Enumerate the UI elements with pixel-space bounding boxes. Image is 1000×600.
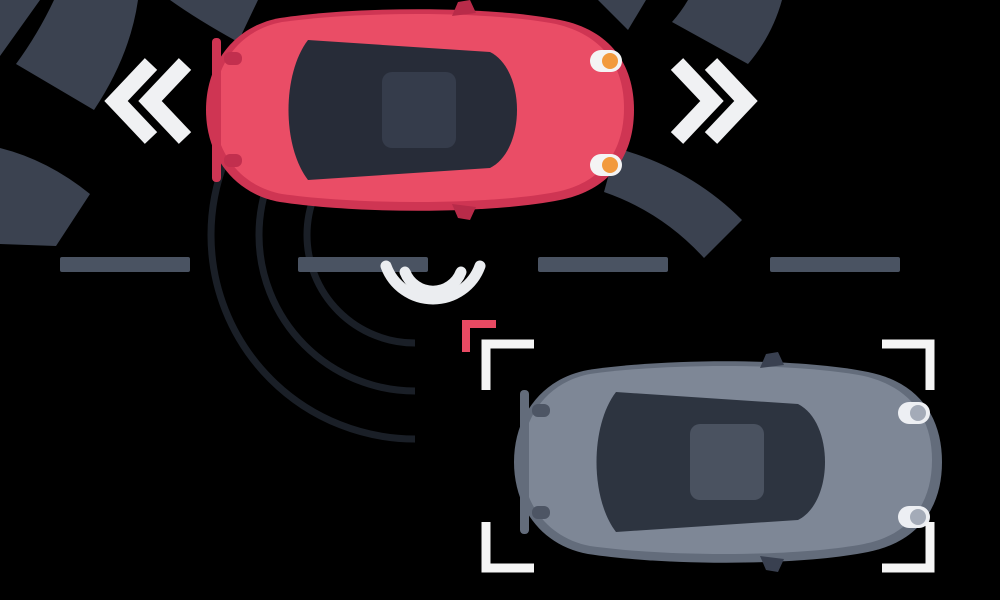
radar-fans-left	[0, 0, 258, 246]
gray-car-headlight-top-dot	[910, 405, 926, 421]
chevron-left-stroke	[104, 58, 158, 144]
lane-dash	[538, 257, 668, 272]
gray-car-mirror-bottom-icon	[760, 556, 784, 572]
sonar-wave-outer	[380, 260, 486, 305]
viewfinder-brackets	[481, 339, 935, 573]
viewfinder-corner-bottom-left-icon	[481, 522, 534, 573]
red-car-headlight-bottom-dot	[602, 157, 618, 173]
sonar-waves-icon	[380, 260, 486, 305]
gray-car-roof	[690, 424, 764, 500]
radar-fan-upper-right-icon	[672, 0, 782, 64]
radar-fan-lower-left-icon	[0, 148, 90, 246]
gray-car-rear-light	[532, 404, 550, 417]
radar-fan-corner-icon	[0, 0, 40, 56]
lane-dash	[298, 257, 428, 272]
gray-car-spoiler	[520, 390, 529, 534]
red-car	[206, 0, 634, 220]
chevron-left-icon	[104, 58, 192, 144]
lane-divider	[60, 257, 900, 272]
chevron-right-icon	[670, 58, 758, 144]
radar-fan-lower-right-icon	[604, 148, 742, 258]
radar-fan-top-mid-icon	[170, 0, 258, 42]
gray-car-rear-light	[532, 506, 550, 519]
chevron-left-stroke	[138, 58, 192, 144]
red-car-roof	[382, 72, 456, 148]
viewfinder-corner-top-right-icon	[882, 339, 935, 390]
gray-car-headlight-bottom-dot	[910, 509, 926, 525]
viewfinder-corner-top-left-icon	[481, 339, 534, 390]
chevron-right-stroke	[704, 58, 758, 144]
red-car-headlight-top-dot	[602, 53, 618, 69]
sonar-wave-inner	[399, 266, 467, 297]
radar-fans-right	[598, 0, 782, 258]
viewfinder-corner-bottom-right-icon	[882, 522, 935, 573]
radar-fan-upper-left-icon	[16, 0, 138, 110]
red-car-rear-light	[224, 52, 242, 65]
gray-car	[514, 352, 942, 572]
red-car-rear-light	[224, 154, 242, 167]
chevron-right-stroke	[670, 58, 724, 144]
lane-dash	[60, 257, 190, 272]
gray-car-mirror-top-icon	[760, 352, 784, 368]
red-car-mirror-bottom-icon	[452, 204, 476, 220]
target-corner-icon	[462, 320, 496, 352]
red-car-spoiler	[212, 38, 221, 182]
lane-dash	[770, 257, 900, 272]
radar-fan-top-small-icon	[598, 0, 646, 30]
red-car-mirror-top-icon	[452, 0, 476, 16]
